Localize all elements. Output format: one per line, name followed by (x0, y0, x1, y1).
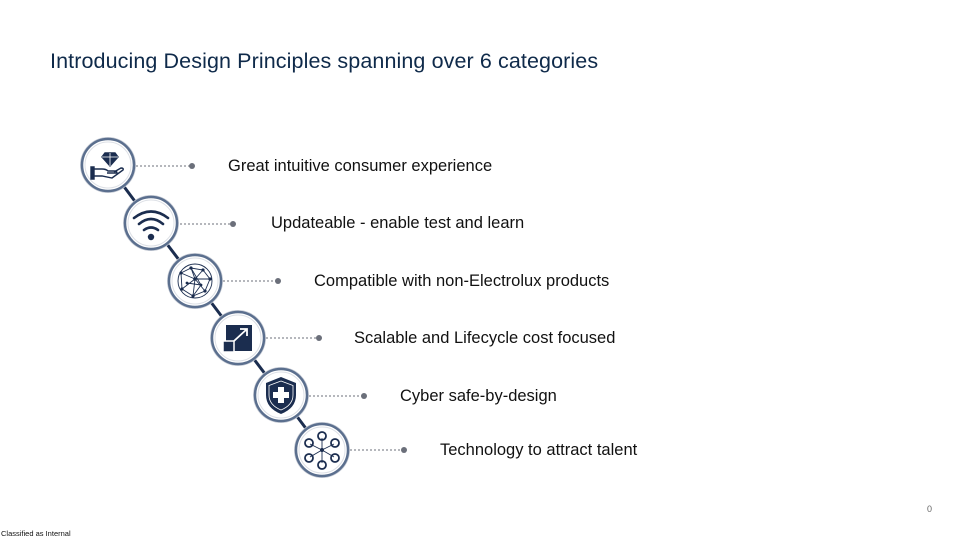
principle-label-5: Cyber safe-by-design (400, 387, 557, 405)
hand-diamond-icon (90, 152, 124, 180)
shield-plus-icon (266, 377, 296, 414)
connector-lines (136, 165, 403, 451)
classification-label: Classified as Internal (1, 529, 71, 538)
connector-dot-4 (316, 335, 322, 341)
principle-label-4: Scalable and Lifecycle cost focused (354, 329, 616, 347)
principle-label-6: Technology to attract talent (440, 441, 638, 459)
principle-label-2: Updateable - enable test and learn (271, 214, 525, 232)
connector-dot-3 (275, 278, 281, 284)
page-number: 0 (926, 504, 932, 514)
connector-dots (189, 163, 407, 453)
principle-badge-3 (167, 253, 223, 309)
page-title: Introducing Design Principles spanning o… (50, 49, 599, 73)
network-globe-icon (177, 263, 213, 299)
principle-label-1: Great intuitive consumer experience (228, 157, 493, 175)
principle-badge-6 (294, 422, 350, 478)
connector-dot-2 (230, 221, 236, 227)
principle-badge-4 (210, 310, 266, 366)
principle-badge-2 (123, 195, 179, 251)
principle-badge-1 (80, 137, 136, 193)
connector-dot-6 (401, 447, 407, 453)
wifi-icon (132, 210, 170, 241)
principle-badge-5 (253, 367, 309, 423)
principle-label-3: Compatible with non-Electrolux products (314, 272, 610, 290)
connector-dot-5 (361, 393, 367, 399)
people-network-icon (304, 431, 340, 470)
connector-dot-1 (189, 163, 195, 169)
scale-arrow-icon (222, 325, 252, 353)
